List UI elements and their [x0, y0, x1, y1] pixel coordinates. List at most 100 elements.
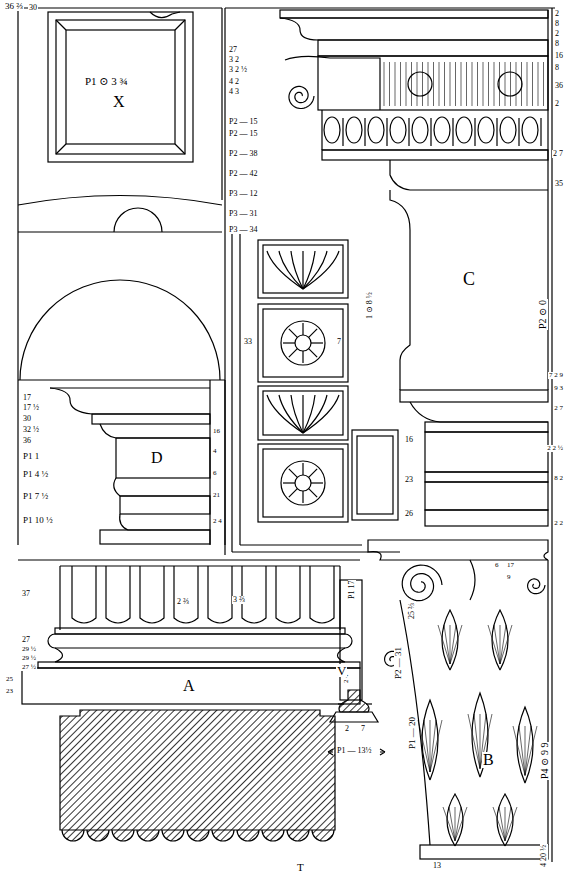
leaf-vein [505, 807, 511, 841]
hatch-line [450, 62, 451, 106]
hatch-line [527, 62, 528, 106]
egg [324, 117, 340, 143]
dimension-label: P1 7 ½ [22, 492, 49, 501]
dimension-label: 4 20 ½ [540, 844, 548, 868]
egg [500, 117, 516, 143]
leaf-vein [455, 807, 461, 841]
dart [430, 118, 431, 146]
leaf-vein [450, 625, 451, 664]
acanthus-leaf [517, 707, 533, 783]
dimension-label: 35 [554, 180, 564, 188]
petal [283, 342, 295, 343]
dart [386, 118, 387, 146]
volute [402, 565, 442, 601]
dimension-label: P3 — 34 [228, 226, 258, 234]
hatch-line [417, 62, 418, 106]
dimension-label: 30 [28, 4, 38, 12]
dimension-label: P1 — 20 [408, 716, 417, 750]
dimension-label: 2 4 [212, 518, 223, 525]
leaf-vein [493, 807, 505, 841]
dimension-label: 33 [243, 338, 253, 346]
part-letter: T [296, 862, 305, 873]
dimension-label: 2 7 [553, 405, 564, 412]
dimension-label: 7 [336, 338, 342, 346]
petal [311, 482, 323, 483]
dimension-label: 2 7 [552, 150, 564, 158]
acanthus-leaf [442, 610, 458, 670]
dimension-label: 26 [404, 510, 414, 518]
egg [368, 117, 384, 143]
dimension-label: 2 [344, 725, 350, 733]
part-letter: X [112, 94, 126, 110]
flute [310, 566, 334, 623]
leaf-vein [488, 625, 500, 664]
dimension-label: 9 [506, 574, 512, 581]
dimension-label: 25 [5, 676, 14, 683]
leaf-vein [438, 625, 450, 664]
hatch-line [461, 62, 462, 106]
flute [106, 566, 130, 623]
egg [478, 117, 494, 143]
flute [72, 566, 96, 623]
dart [518, 118, 519, 146]
leaf-vein [430, 720, 431, 772]
dimension-label: 23 [404, 476, 414, 484]
hatch-line [428, 62, 429, 106]
petal [309, 349, 317, 357]
dimension-label: P4 ⊙ 9 9 [540, 742, 550, 780]
scallop [262, 830, 284, 841]
dimension-label: 8 [554, 20, 560, 28]
dimension-label: P1 — 13½ [336, 747, 372, 755]
part-letter: V [336, 664, 347, 677]
dimension-label: 17 [506, 562, 515, 569]
egg [390, 117, 406, 143]
dimension-label: 3 2 ½ [228, 66, 248, 74]
dart [474, 118, 475, 146]
dimension-label: 9 3 [553, 385, 564, 392]
leaf-vein [500, 625, 501, 664]
hatch-line [466, 62, 467, 106]
leaf-vein [468, 714, 480, 769]
acanthus-leaf [492, 610, 508, 670]
leaf-vein [430, 720, 442, 772]
dimension-label: 3 ⅔ [232, 596, 246, 604]
dimension-label: 6 [212, 470, 218, 477]
dimension-label: 3 2 [228, 56, 240, 64]
leaf-vein [499, 807, 505, 841]
volute [528, 579, 545, 594]
petal [289, 489, 297, 497]
dimension-label: 17 [22, 394, 32, 402]
leaf-vein [424, 720, 430, 772]
hatch-line [494, 62, 495, 106]
dimension-label: 27 [228, 46, 238, 54]
leaf-vein [430, 720, 436, 772]
leaf-vein [443, 807, 455, 841]
capital-b [368, 540, 548, 859]
leaf-vein [525, 726, 531, 775]
leaf-vein [455, 807, 467, 841]
petal [283, 482, 295, 483]
hatch-line [538, 62, 539, 106]
dimension-label: 17 ½ [22, 404, 40, 412]
dimension-label: 25 ⅔ [408, 602, 416, 620]
dimension-label: P3 — 31 [228, 210, 258, 218]
dart [408, 118, 409, 146]
flute [276, 566, 300, 623]
flute [242, 566, 266, 623]
rosette [498, 72, 522, 96]
dimension-label: 7 [360, 725, 366, 733]
small-profile-v [328, 690, 385, 755]
acanthus-leaf [447, 794, 463, 846]
egg [434, 117, 450, 143]
dimension-label: P2 — 31 [394, 646, 403, 680]
panel-leaf [279, 251, 303, 289]
ornament-repeats [62, 62, 545, 846]
dimension-label: 2 [554, 30, 560, 38]
leaf-vein [474, 714, 480, 769]
acanthus-leaf [497, 794, 513, 846]
hatch-line [499, 62, 500, 106]
column-base-a [18, 560, 362, 704]
hatch-line [389, 62, 390, 106]
dart [452, 118, 453, 146]
